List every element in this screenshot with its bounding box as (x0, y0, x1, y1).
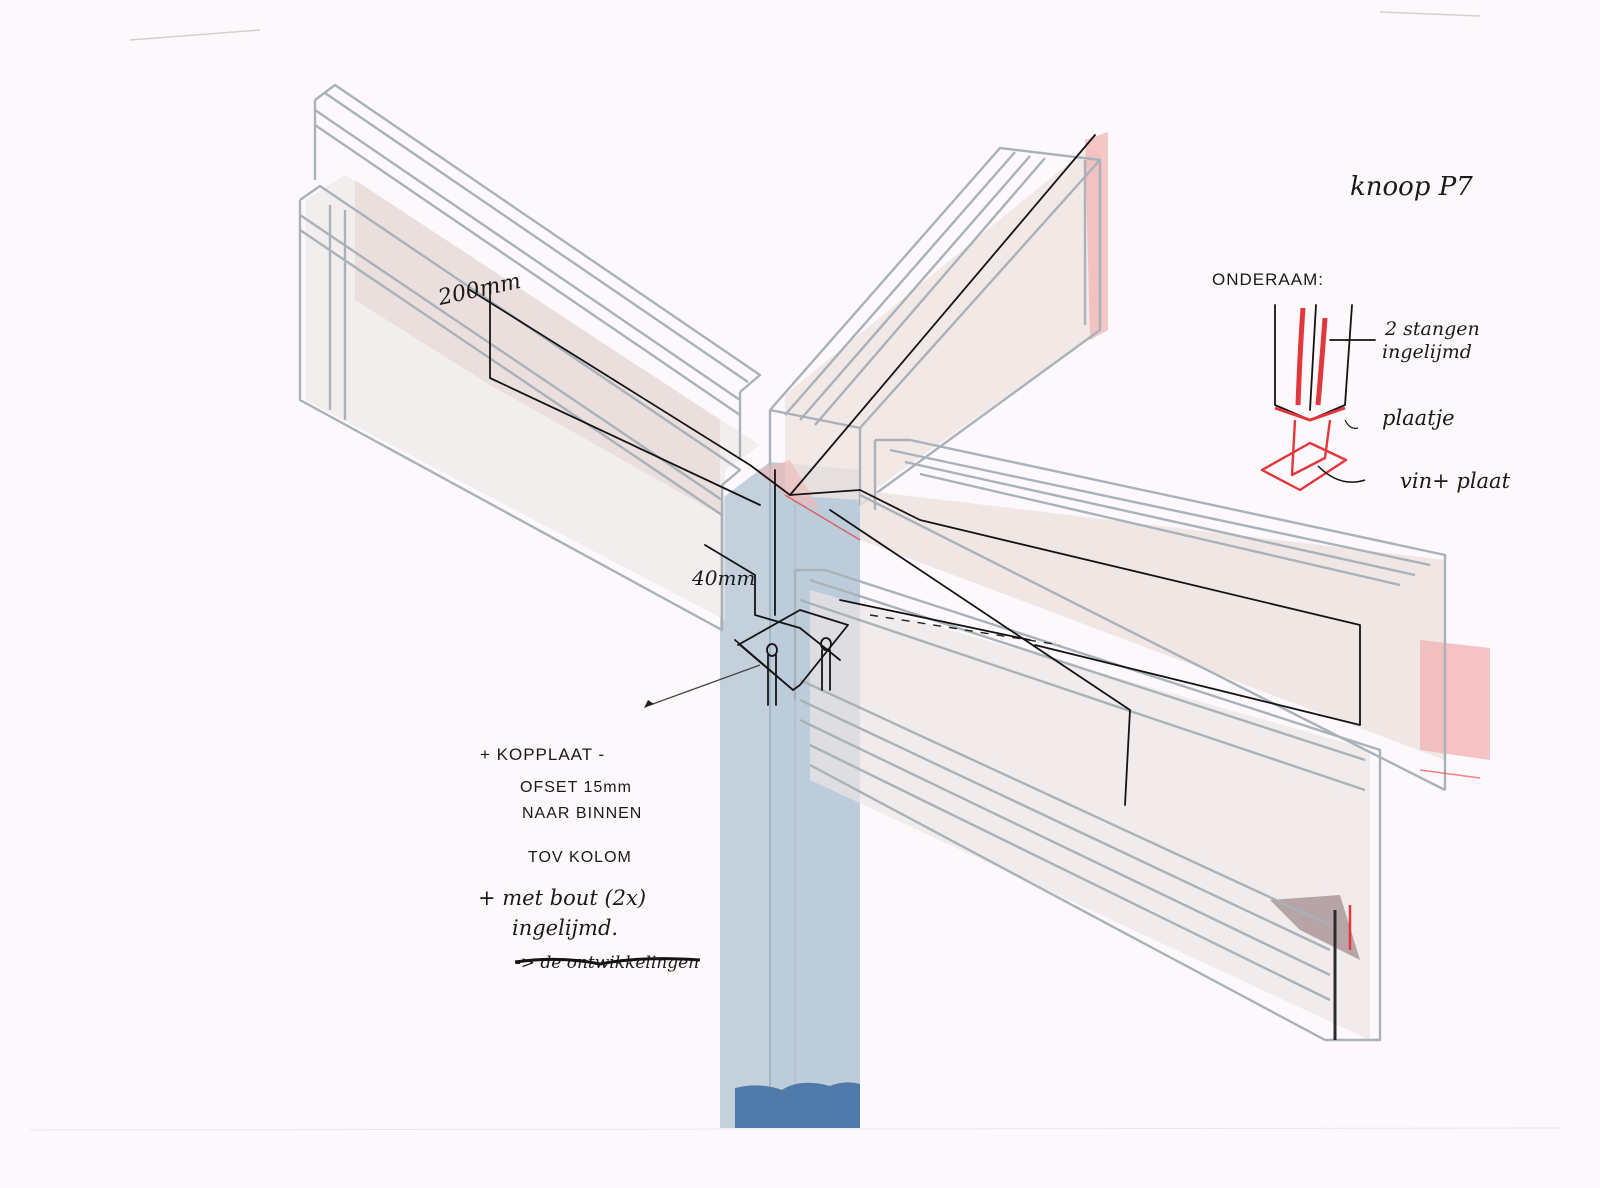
detail-inset: ONDERAAM: 2 stangen ingelijmd plaatje vi… (1212, 270, 1511, 493)
joint-red-tint (755, 460, 861, 541)
note-kopplaat-line3: NAAR BINNEN (522, 805, 642, 822)
note-bolt-line2: ingelijmd. (512, 916, 618, 940)
beam-lower-right (793, 438, 1490, 1042)
kopplaat-detail (644, 544, 1061, 708)
ink-beam-profiles (469, 134, 1361, 806)
beam-upper-right (768, 132, 1108, 506)
inset-heading: ONDERAAM: (1212, 270, 1324, 289)
column-base-dark (735, 1082, 860, 1128)
notes-block: + KOPPLAAT - OFSET 15mm NAAR BINNEN TOV … (478, 745, 701, 973)
beam-upper-left (298, 83, 762, 632)
note-kopplaat-line4: TOV KOLOM (528, 849, 632, 866)
scan-edge-marks (29, 11, 1561, 1131)
note-bolt-line1: + met bout (2x) (478, 886, 646, 910)
strikethrough-scribble (514, 957, 701, 966)
note-kopplaat-line2: OFSET 15mm (520, 779, 632, 796)
inset-label-stangen-line1: 2 stangen (1384, 318, 1480, 340)
page-title: knoop P7 (1350, 172, 1473, 202)
dimension-offset-depth: 40mm (691, 566, 755, 590)
inset-label-stangen-line2: ingelijmd (1382, 341, 1472, 363)
note-kopplaat-line1: + KOPPLAAT - (480, 745, 605, 764)
inset-label-vinplaat: vin+ plaat (1400, 469, 1511, 493)
column (720, 462, 860, 1128)
inset-label-plaatje: plaatje (1382, 406, 1455, 430)
